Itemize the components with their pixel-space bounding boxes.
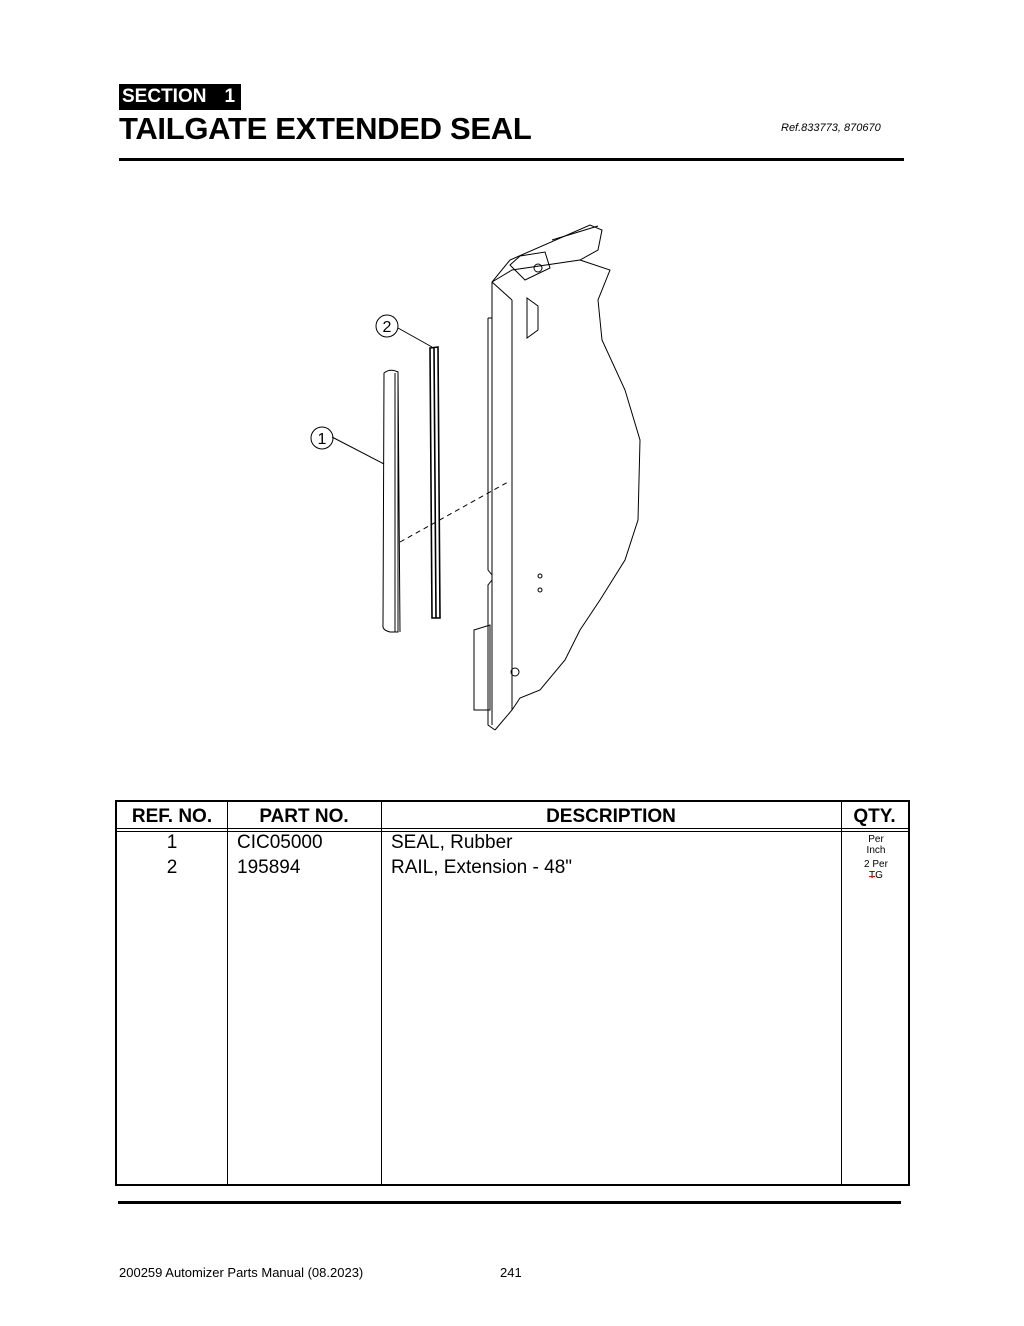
qty-tg-text: TG [869,870,883,881]
header-divider [117,828,908,832]
mount-hole [510,667,520,677]
latch-block [473,624,491,711]
row-2-ref: 2 [166,857,178,878]
header-part-no: PART NO. [259,806,349,827]
hinge-bolt [533,263,543,273]
section-label: SECTION [122,86,207,107]
page-number: 241 [500,1265,522,1280]
header-description: DESCRIPTION [546,806,676,827]
header-qty: QTY. [853,806,896,827]
row-1-qty-line-2: Inch [866,845,886,856]
page-title: TAILGATE EXTENDED SEAL [119,111,532,146]
row-1-description: SEAL, Rubber [391,832,513,853]
extension-rail-part [429,346,441,619]
tailgate-panel [491,224,641,731]
alignment-line [399,481,509,543]
row-2-qty-line-2: TG [843,870,909,882]
hinge-bracket [509,225,599,281]
footer-divider [118,1201,901,1204]
callout-1-label: 1 [318,431,327,448]
callout-2-label: 2 [383,319,392,336]
row-2-part: 195894 [237,857,301,878]
callout-leader-1 [331,436,385,465]
column-divider [381,802,382,1184]
tailgate-edge-strip [487,317,496,731]
row-2-description: RAIL, Extension - 48" [391,857,573,878]
callout-1 [310,426,334,450]
header-ref-no: REF. NO. [131,806,213,827]
row-2-qty-line-1: 2 Per [864,859,888,870]
row-1-part: CIC05000 [237,832,323,853]
column-divider [227,802,228,1184]
callout-leader-2 [397,327,433,348]
slot-cutout [526,297,539,339]
exploded-parts-diagram: 1 2 [310,224,641,731]
parts-table: REF. NO. PART NO. DESCRIPTION QTY. 1 CIC… [115,800,910,1186]
row-1-ref: 1 [166,832,178,853]
reference-numbers: Ref.833773, 870670 [781,122,881,134]
bolt [537,587,543,593]
section-badge: SECTION 1 [119,84,242,110]
bolt [537,573,543,579]
seal-rubber-part [382,369,401,633]
section-number: 1 [224,86,236,107]
column-divider [841,802,842,1184]
manual-title: 200259 Automizer Parts Manual (08.2023) [119,1265,364,1280]
header-divider [119,158,904,161]
callout-2 [375,314,399,338]
row-1-qty-line-1: Per [868,834,884,845]
